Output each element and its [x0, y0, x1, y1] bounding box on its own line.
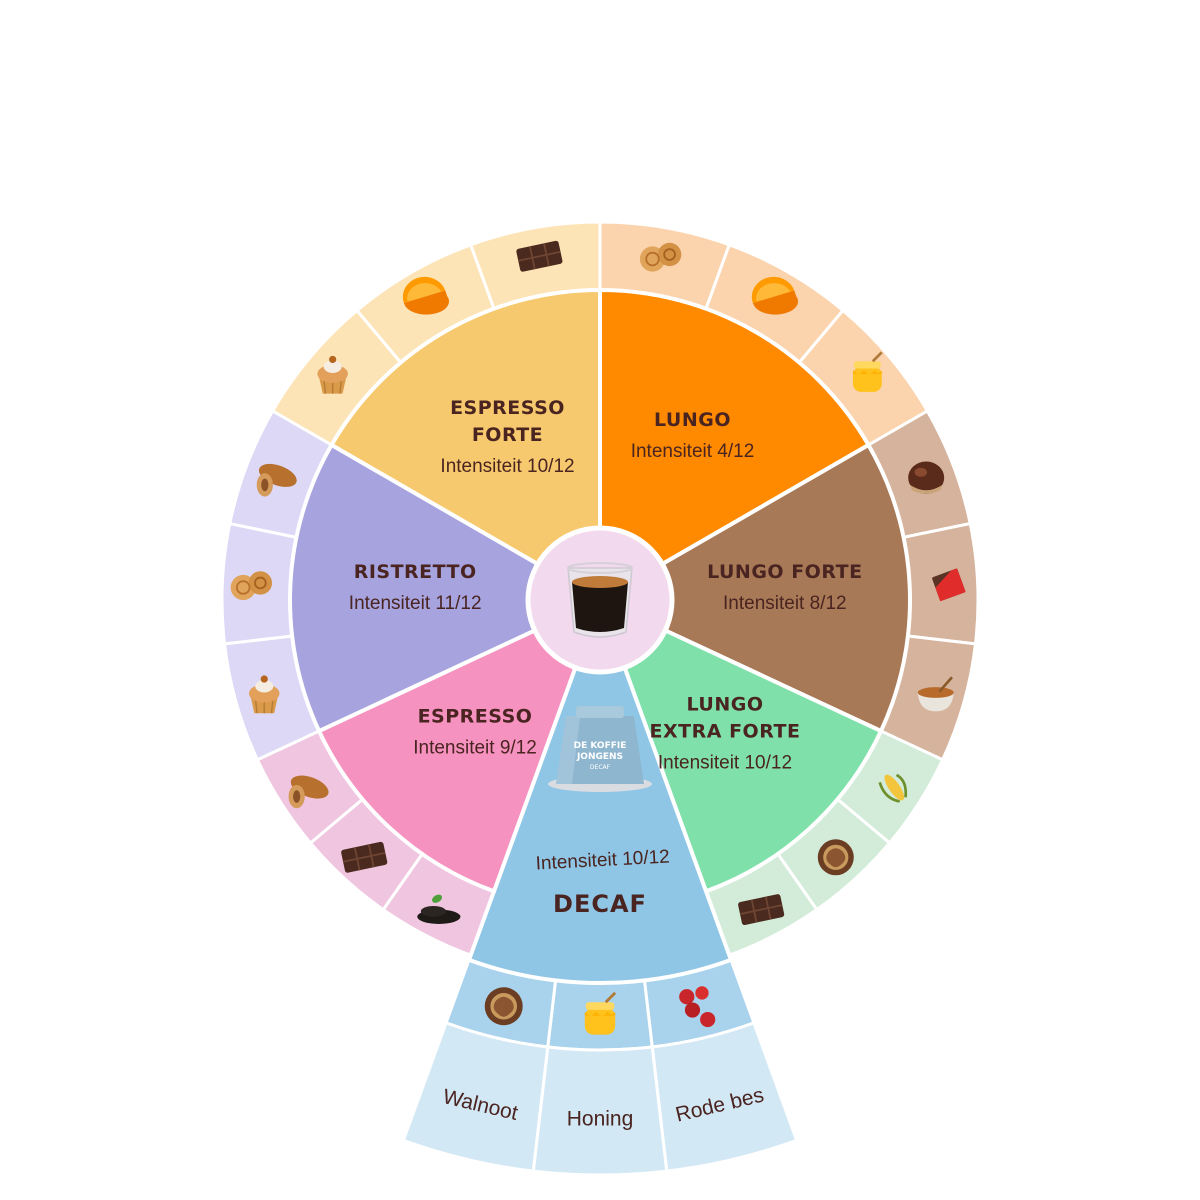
espresso-forte-label: ESPRESSO FORTE Intensiteit 10/12 [440, 397, 574, 477]
ristretto-label: RISTRETTO Intensiteit 11/12 [349, 561, 482, 614]
corn-icon [878, 773, 908, 803]
lungo-segment[interactable] [598, 287, 872, 604]
lungo-extra-forte-intensity: Intensiteit 10/12 [658, 752, 792, 773]
cupcake-icon [317, 355, 348, 394]
capsule-sub: DECAF [590, 764, 611, 771]
espresso-forte-title-line-1: ESPRESSO [450, 397, 565, 419]
chocolate-icon [341, 841, 388, 873]
lungo-extra-forte-segment[interactable] [596, 596, 884, 894]
espresso-intensity: Intensiteit 9/12 [413, 737, 537, 758]
orange-icon [402, 276, 450, 315]
chocolate-icon [738, 894, 785, 925]
chestnut-icon [908, 461, 945, 494]
lungo-forte-intensity: Intensiteit 8/12 [723, 593, 847, 614]
ristretto-intensity: Intensiteit 11/12 [349, 593, 482, 614]
espresso-forte-segment[interactable] [328, 287, 602, 604]
cookies-icon [639, 242, 682, 272]
cupcake-icon [248, 675, 280, 714]
walnut-icon [817, 839, 854, 876]
center-hub [525, 525, 675, 675]
lungo-label: LUNGO Intensiteit 4/12 [631, 409, 755, 462]
ristretto-segment[interactable] [288, 442, 605, 734]
capsule-brand-line-2: JONGENS [576, 752, 623, 762]
tea-leaves-icon [417, 894, 461, 924]
honey-icon [852, 351, 883, 392]
ristretto-title-line-1: RISTRETTO [354, 561, 477, 583]
espresso-forte-intensity: Intensiteit 10/12 [440, 456, 574, 477]
espresso-segment[interactable] [316, 596, 604, 894]
capsule-brand-line-1: DE KOFFIE [574, 741, 627, 751]
espresso-forte-title-line-2: FORTE [472, 424, 543, 446]
lungo-extra-forte-label: LUNGO EXTRA FORTE Intensiteit 10/12 [650, 693, 801, 773]
lungo-extra-forte-title-line-1: LUNGO [686, 693, 763, 715]
lungo-extra-forte-title-line-2: EXTRA FORTE [650, 720, 801, 742]
chocolate-icon [516, 240, 563, 272]
chocolate-bar-icon [932, 568, 966, 602]
walnut-icon [484, 987, 523, 1026]
note-label-2: Honing [567, 1108, 634, 1131]
lungo-forte-label: LUNGO FORTE Intensiteit 8/12 [707, 561, 862, 614]
espresso-label: ESPRESSO Intensiteit 9/12 [413, 705, 537, 758]
coffee-glass-icon [567, 562, 633, 638]
lungo-intensity: Intensiteit 4/12 [631, 441, 755, 462]
almond-icon [256, 463, 297, 497]
cookies-icon [230, 571, 273, 601]
caramel-bowl-icon [917, 676, 954, 712]
espresso-title-line-1: ESPRESSO [418, 705, 533, 727]
decaf-label-cell-3 [401, 1020, 550, 1173]
lungo-forte-title-line-1: LUNGO FORTE [707, 561, 862, 583]
almond-icon [288, 775, 329, 809]
honey-icon [584, 991, 617, 1035]
red-berries-icon [679, 986, 716, 1028]
orange-icon [751, 276, 799, 315]
decaf-title: DECAF [553, 890, 647, 918]
lungo-title-line-1: LUNGO [654, 409, 731, 431]
lungo-forte-segment[interactable] [595, 442, 912, 734]
note-icons [230, 240, 966, 1035]
